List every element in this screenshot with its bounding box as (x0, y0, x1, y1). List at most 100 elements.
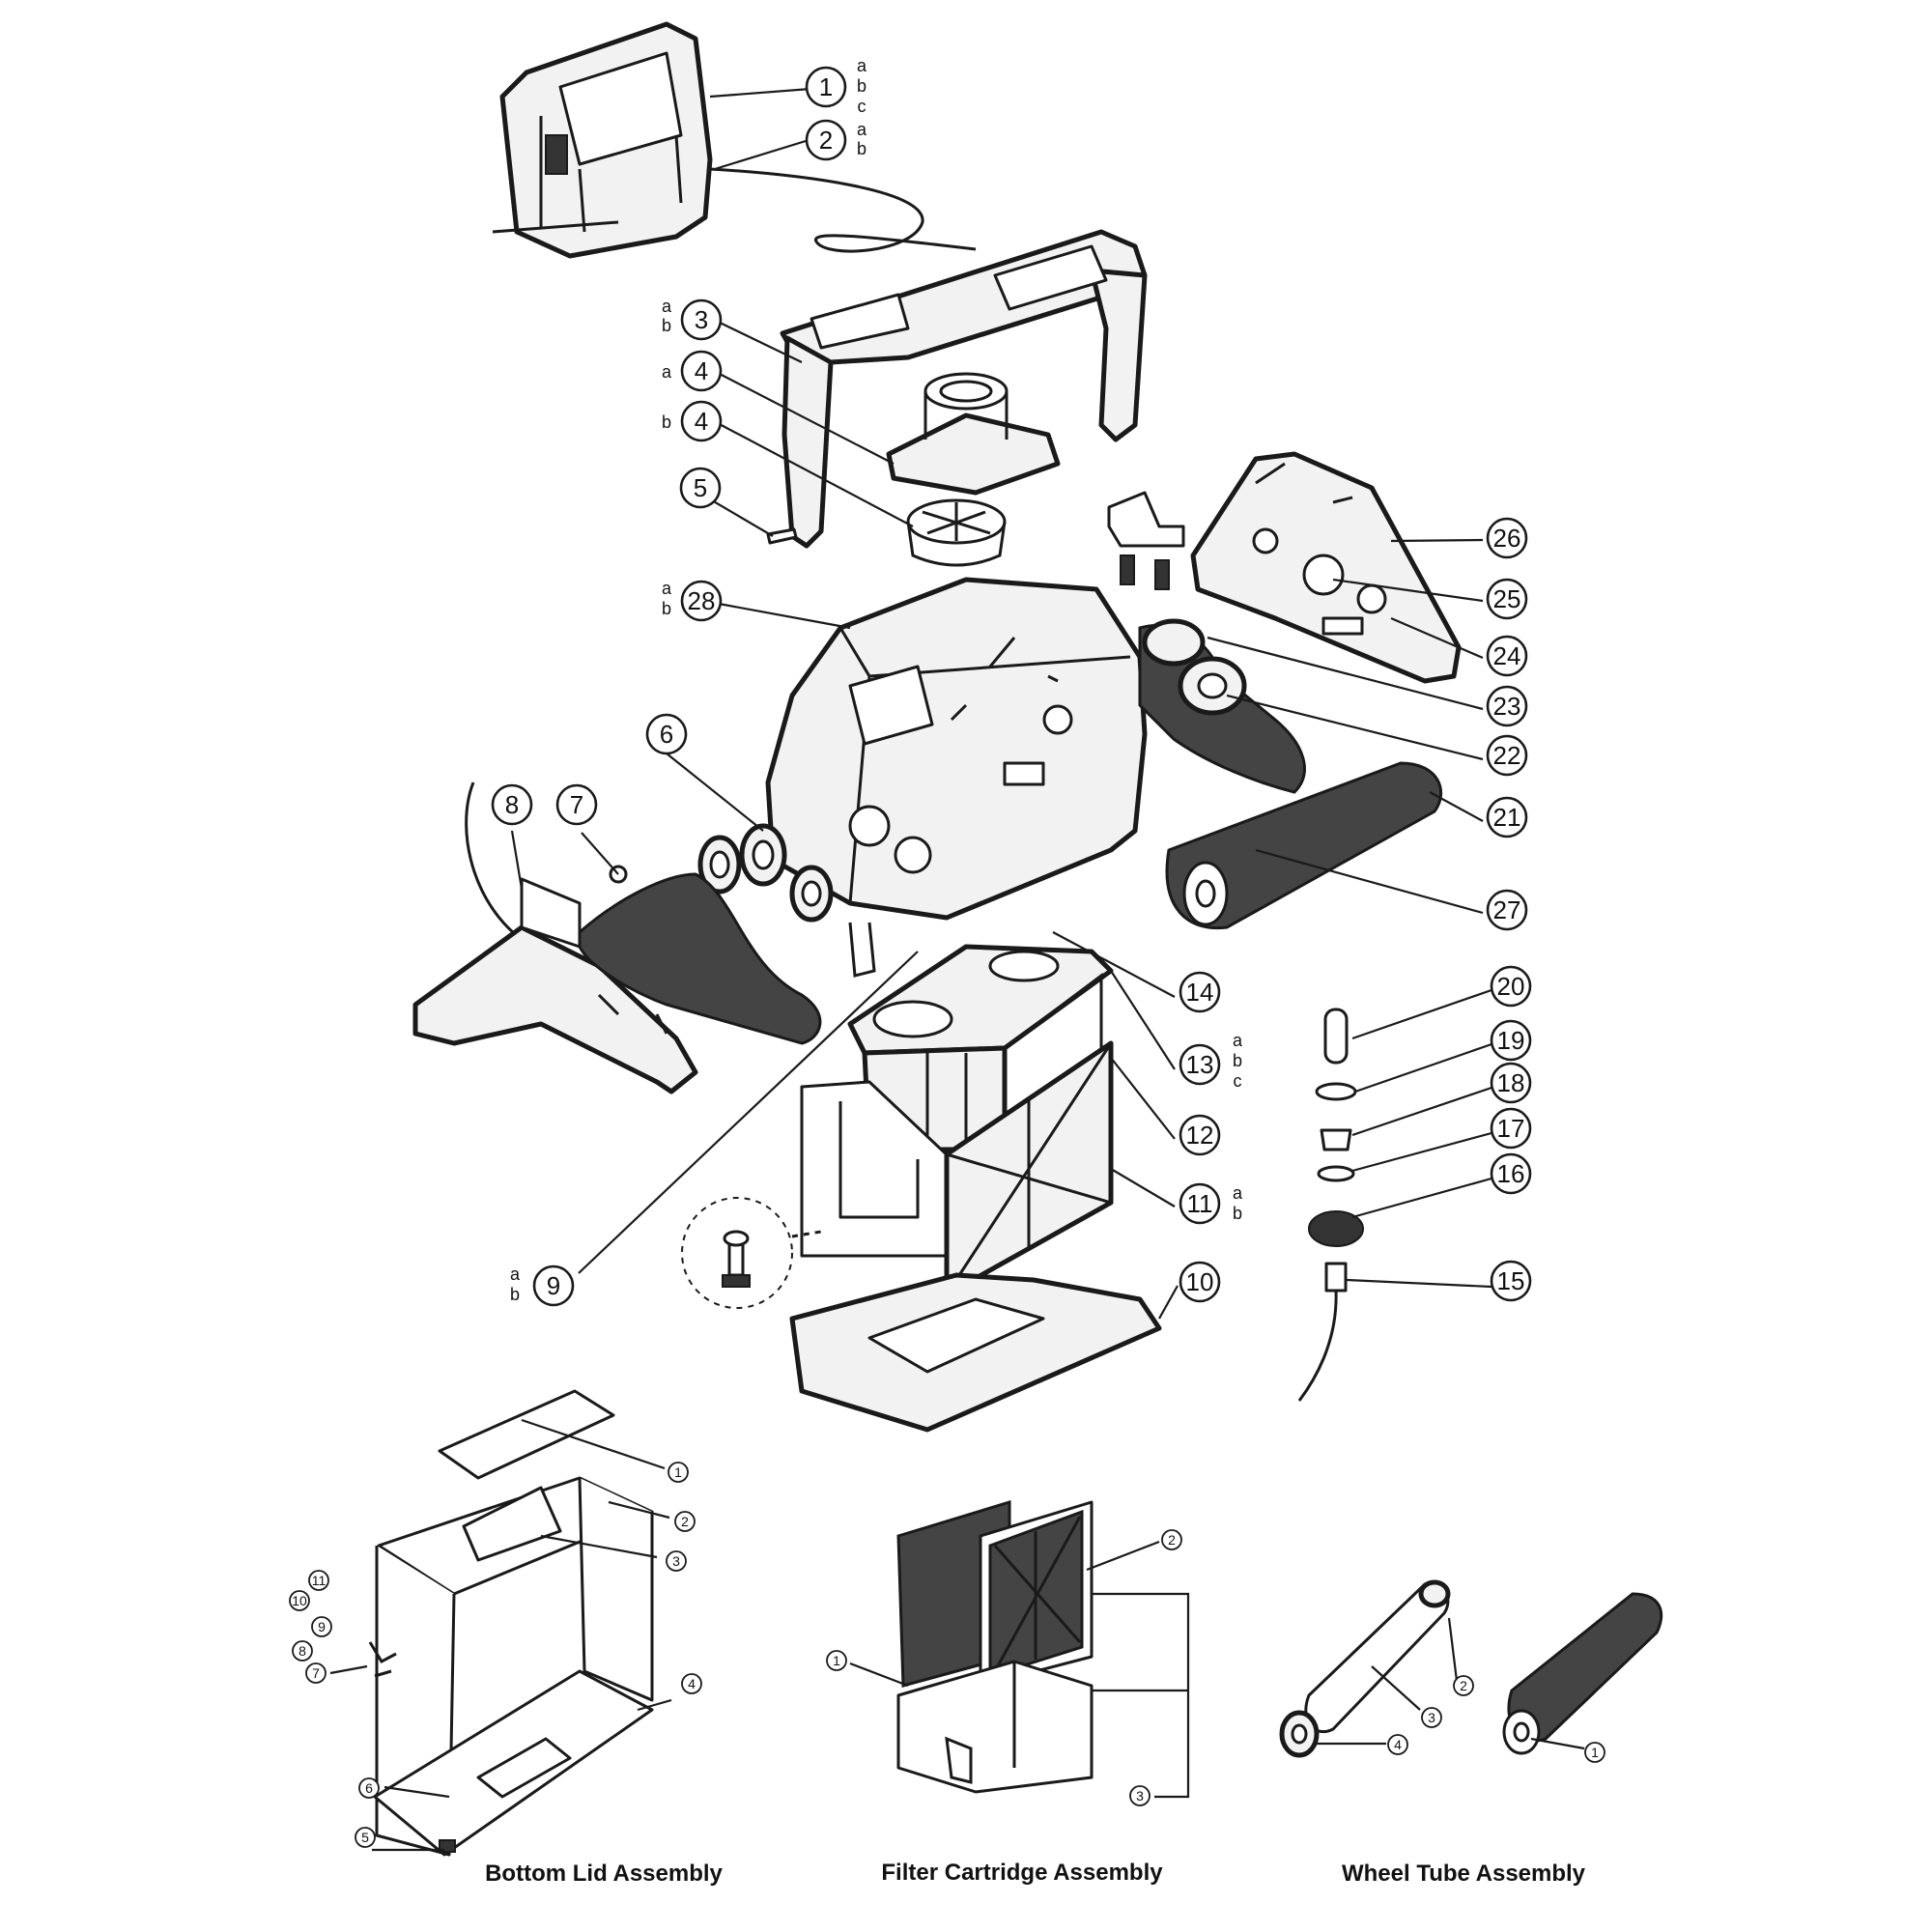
svg-text:1: 1 (833, 1653, 840, 1668)
svg-text:5: 5 (361, 1830, 369, 1845)
callout-12: 12 (1179, 1114, 1221, 1156)
svg-text:b: b (662, 412, 671, 432)
svg-text:24: 24 (1493, 641, 1521, 670)
svg-text:a: a (662, 579, 672, 598)
svg-text:15: 15 (1497, 1266, 1525, 1295)
svg-text:28: 28 (688, 586, 716, 615)
impeller (906, 498, 1007, 567)
svg-text:b: b (857, 139, 867, 158)
callout-16: 16 (1490, 1152, 1532, 1195)
wheel-tube-callouts: 2 3 4 1 (1387, 1675, 1605, 1763)
wt-callout-4: 4 (1387, 1734, 1408, 1755)
svg-text:2: 2 (681, 1514, 689, 1529)
callout-4a: 4 (680, 350, 723, 392)
callout-8: 8 (491, 783, 533, 826)
main-body (765, 577, 1148, 921)
svg-text:a: a (510, 1264, 521, 1284)
bl-callout-1: 1 (668, 1462, 689, 1483)
svg-text:20: 20 (1497, 972, 1525, 1001)
track-belt-left (578, 872, 822, 1045)
svg-text:6: 6 (365, 1780, 373, 1796)
impeller-housing (886, 372, 1061, 496)
callout-7: 7 (555, 783, 598, 826)
svg-text:13: 13 (1186, 1050, 1214, 1079)
svg-text:25: 25 (1493, 584, 1521, 613)
callout-15: 15 (1490, 1260, 1532, 1302)
svg-text:a: a (1233, 1183, 1243, 1203)
svg-text:4: 4 (1394, 1737, 1402, 1752)
bl-callout-6: 6 (358, 1777, 380, 1799)
bl-callout-7: 7 (305, 1662, 327, 1684)
svg-text:a: a (1233, 1031, 1243, 1050)
callout-19: 19 (1490, 1019, 1532, 1062)
svg-text:27: 27 (1493, 895, 1521, 924)
bl-callout-8: 8 (292, 1640, 313, 1662)
svg-text:b: b (857, 76, 867, 96)
callout-5: 5 (679, 467, 722, 509)
svg-text:6: 6 (660, 720, 673, 749)
callout-14: 14 (1179, 971, 1221, 1013)
svg-text:23: 23 (1493, 692, 1521, 721)
svg-text:4: 4 (688, 1676, 696, 1691)
filter-frame (800, 1080, 953, 1258)
callout-21: 21 (1486, 796, 1528, 838)
wheel-tube-assembly-caption: Wheel Tube Assembly (1342, 1861, 1586, 1887)
power-supply-box (492, 21, 713, 259)
svg-text:8: 8 (298, 1643, 306, 1659)
bl-callout-10: 10 (289, 1590, 310, 1611)
wheel-tube-leaders (1314, 1617, 1585, 1750)
svg-text:10: 10 (292, 1593, 307, 1608)
callout-23: 23 (1486, 685, 1528, 727)
variant-letters: a b c a b a b a b a b a b a b a b c (510, 56, 1243, 1304)
bottom-lid (789, 1272, 1162, 1433)
fc-callout-1: 1 (826, 1650, 847, 1671)
callout-13: 13 (1179, 1043, 1221, 1086)
callout-6: 6 (645, 713, 688, 755)
fc-callout-2: 2 (1161, 1529, 1182, 1550)
wt-callout-2: 2 (1453, 1675, 1474, 1696)
callout-1: 1 (805, 66, 847, 108)
knob-detail (681, 1197, 822, 1309)
wheel-tube-assembly-drawing (1279, 1579, 1663, 1758)
svg-text:1: 1 (674, 1464, 682, 1480)
svg-text:3: 3 (1428, 1710, 1435, 1725)
bracket-with-springs (1107, 491, 1185, 590)
bl-callout-2: 2 (674, 1511, 696, 1532)
filter-cartridge-assembly-drawing (896, 1499, 1094, 1794)
bl-callout-3: 3 (666, 1550, 687, 1572)
svg-text:b: b (1233, 1204, 1242, 1223)
callout-11: 11 (1179, 1182, 1221, 1225)
svg-text:b: b (510, 1285, 520, 1304)
filter-cartridge-leaders (849, 1540, 1190, 1799)
svg-text:2: 2 (1168, 1532, 1176, 1548)
svg-text:3: 3 (695, 305, 708, 334)
wt-callout-1: 1 (1584, 1742, 1605, 1763)
callout-18: 18 (1490, 1062, 1532, 1104)
filter-cartridge-assembly-caption: Filter Cartridge Assembly (881, 1860, 1163, 1886)
fc-callout-3: 3 (1129, 1785, 1151, 1806)
callout-10: 10 (1179, 1261, 1221, 1303)
bl-callout-4: 4 (681, 1673, 702, 1694)
svg-text:b: b (662, 599, 671, 618)
bl-callout-5: 5 (355, 1827, 376, 1848)
svg-text:17: 17 (1497, 1114, 1525, 1143)
svg-text:12: 12 (1186, 1121, 1214, 1150)
bottom-lid-assembly-drawing (368, 1389, 654, 1857)
svg-text:11: 11 (312, 1573, 327, 1588)
svg-text:9: 9 (547, 1271, 560, 1300)
leader-lines (510, 87, 1492, 1320)
power-cable (709, 167, 977, 253)
svg-text:3: 3 (1136, 1788, 1144, 1804)
filter-cartridge-callouts: 1 2 3 (826, 1529, 1182, 1806)
svg-text:14: 14 (1186, 978, 1214, 1007)
screw (766, 527, 798, 545)
svg-text:b: b (1233, 1051, 1242, 1070)
svg-text:a: a (662, 362, 672, 382)
svg-text:2: 2 (1460, 1678, 1467, 1693)
handle (780, 229, 1148, 549)
svg-text:a: a (662, 297, 672, 316)
callout-27: 27 (1486, 889, 1528, 931)
svg-text:1: 1 (819, 72, 833, 101)
